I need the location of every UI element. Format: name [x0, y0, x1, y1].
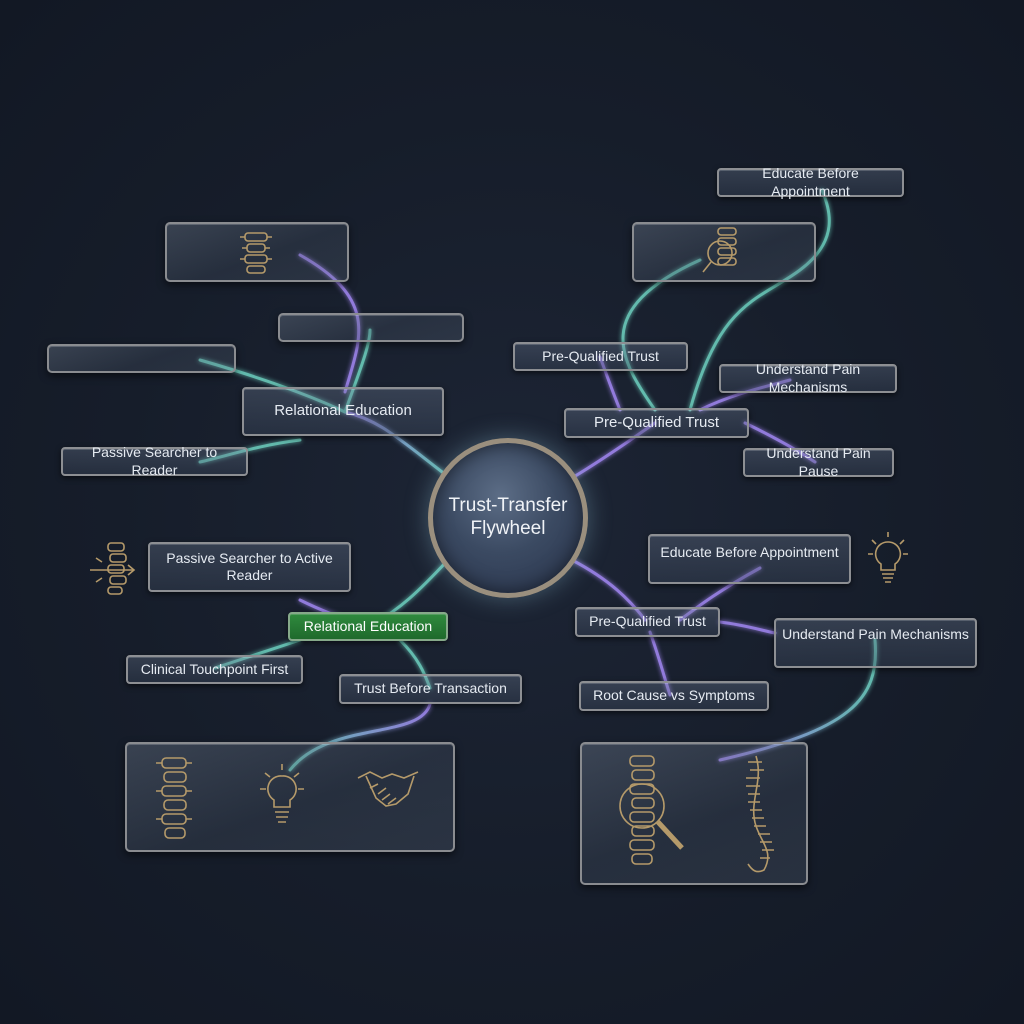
icon-panel-lower-left [125, 742, 455, 852]
node-understand-pain-mechanisms-bottom[interactable]: Understand Pain Mechanisms [774, 618, 977, 668]
node-educate-before-appointment-right[interactable]: Educate Before Appointment [648, 534, 851, 584]
connector-line [213, 638, 302, 670]
node-pre-qualified-trust-main[interactable]: Pre-Qualified Trust [564, 408, 749, 438]
node-clinical-touchpoint-first[interactable]: Clinical Touchpoint First [126, 655, 303, 684]
connector-line [621, 258, 702, 412]
connector-line [718, 638, 878, 762]
node-understand-pain-mechanisms[interactable]: Understand Pain Mechanisms [719, 361, 897, 395]
connector-line [570, 421, 657, 480]
connector-line [298, 253, 361, 394]
spine-magnifier-icon [700, 226, 750, 278]
connector-line [343, 328, 372, 414]
hub-title-line1: Trust-Transfer [448, 495, 568, 517]
spine-arrows-icon [88, 540, 138, 596]
glass-panel [165, 222, 349, 282]
spine-icon [152, 755, 196, 841]
handshake-icon [356, 764, 424, 816]
connector-line [678, 566, 762, 622]
glass-panel [632, 222, 816, 282]
lightbulb-icon [258, 762, 306, 826]
connector-line [288, 702, 432, 772]
node-root-cause-vs-symptoms[interactable]: Root Cause vs Symptoms [579, 681, 769, 711]
connector-line [570, 558, 647, 622]
connector-line [688, 188, 831, 412]
lightbulb-icon [866, 530, 910, 586]
hub-title-line2: Flywheel [470, 518, 546, 539]
node-pre-qualified-trust-bottom[interactable]: Pre-Qualified Trust [575, 607, 720, 637]
node-trust-before-transaction[interactable]: Trust Before Transaction [339, 674, 522, 704]
node-pre-qualified-trust[interactable]: Pre-Qualified Trust [513, 342, 688, 371]
spine-icon [236, 230, 276, 276]
connector-line [718, 620, 777, 635]
node-relational-education[interactable]: Relational Education [242, 387, 444, 436]
spine-magnifier-icon [610, 752, 690, 868]
node-understand-pain-pause[interactable]: Understand Pain Pause [743, 445, 894, 479]
connector-line [343, 410, 452, 480]
connector-line [743, 421, 817, 464]
hub-trust-transfer-flywheel[interactable]: Trust-Transfer Flywheel [428, 438, 588, 598]
full-spine-icon [734, 752, 784, 876]
node-relational-education-highlighted[interactable]: Relational Education [288, 612, 448, 641]
glass-panel [47, 344, 236, 373]
connector-line [648, 630, 672, 697]
node-passive-searcher-to-reader[interactable]: Passive Searcher to Reader [61, 444, 248, 478]
connector-line [398, 638, 432, 690]
glass-panel [278, 313, 464, 342]
icon-panel-lower-right [580, 742, 808, 885]
node-educate-before-appointment[interactable]: Educate Before Appointment [717, 165, 904, 199]
node-passive-searcher-to-active-reader[interactable]: Passive Searcher to Active Reader [148, 542, 351, 592]
connector-line [598, 355, 622, 412]
